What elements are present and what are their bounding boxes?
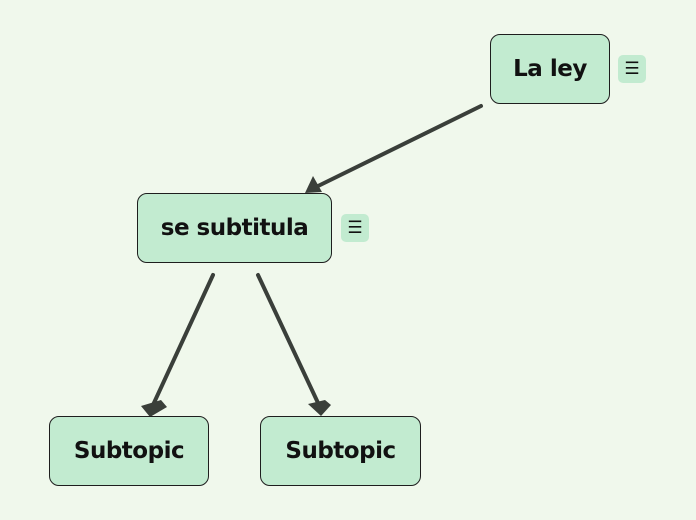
- arrowhead-sub-to-leaf-1: [141, 400, 167, 417]
- node-la-ley[interactable]: La ley: [490, 34, 610, 104]
- node-label: Subtopic: [285, 438, 396, 464]
- node-subtopic-2[interactable]: Subtopic: [260, 416, 421, 486]
- node-menu-button[interactable]: ☰: [341, 214, 369, 242]
- node-label: se subtitula: [160, 215, 309, 241]
- node-se-subtitula[interactable]: se subtitula: [137, 193, 332, 263]
- edge-sub-to-leaf-2: [256, 273, 321, 407]
- node-subtopic-1[interactable]: Subtopic: [49, 416, 209, 486]
- node-menu-button[interactable]: ☰: [618, 55, 646, 83]
- edge-root-to-sub: [312, 104, 483, 190]
- node-label: Subtopic: [73, 438, 185, 464]
- arrowhead-sub-to-leaf-2: [308, 400, 331, 416]
- node-label: La ley: [513, 56, 587, 82]
- arrowhead-root-to-sub: [305, 176, 322, 193]
- menu-icon: ☰: [624, 58, 640, 79]
- edge-sub-to-leaf-1: [151, 273, 215, 407]
- menu-icon: ☰: [347, 217, 363, 238]
